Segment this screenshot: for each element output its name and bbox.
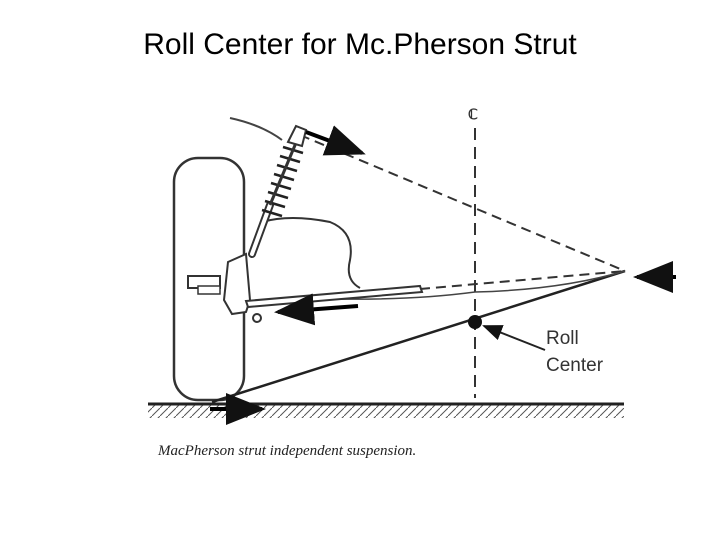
strut-top-mount bbox=[286, 124, 308, 148]
strut-rod bbox=[268, 137, 300, 206]
body-outline bbox=[229, 117, 283, 141]
strut-tube-inner bbox=[250, 203, 272, 256]
roll-center-label-line2: Center bbox=[546, 355, 604, 376]
lower-arm-extension-line bbox=[419, 270, 626, 290]
roll-center-leader bbox=[482, 325, 546, 351]
lower-arm-arrow bbox=[274, 293, 359, 326]
centerline-label: ℂ bbox=[468, 108, 478, 123]
slide-title: Roll Center for Mc.Pherson Strut bbox=[143, 28, 577, 61]
strut-top-arrow bbox=[305, 125, 366, 156]
contact-to-instant-center-line bbox=[211, 269, 626, 404]
diagram-caption: MacPherson strut independent suspension. bbox=[157, 443, 416, 459]
lower-ball-joint bbox=[252, 313, 262, 323]
lower-control-arm bbox=[244, 284, 424, 309]
strut-tower bbox=[261, 217, 361, 289]
roll-center-label-line1: Roll bbox=[546, 328, 579, 349]
frame-crossmember bbox=[299, 270, 626, 300]
roll-center-point bbox=[468, 315, 482, 329]
strut-perpendicular-line bbox=[299, 134, 626, 272]
axle-stub bbox=[197, 285, 221, 295]
steering-knuckle bbox=[222, 252, 252, 316]
ground-hatching bbox=[148, 404, 624, 418]
